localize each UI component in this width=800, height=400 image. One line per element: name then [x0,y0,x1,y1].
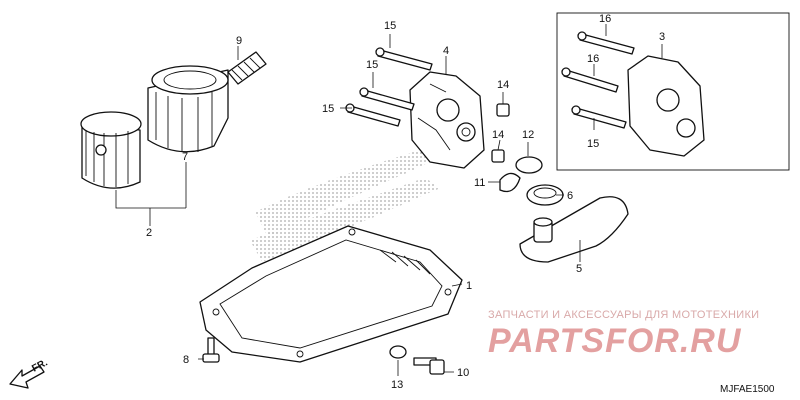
callout-10: 10 [457,367,469,379]
callout-4: 4 [443,45,449,57]
washer-icon [389,345,407,359]
flow-region [255,150,435,238]
oil-strainer-icon [519,196,629,263]
callout-9: 9 [236,35,242,47]
diagram-code: MJFAE1500 [720,384,775,395]
callout-11: 11 [474,177,485,189]
callout-8: 8 [183,354,189,366]
callout-16b: 16 [587,53,599,65]
bolt-icon [345,47,433,127]
callout-3: 3 [659,31,665,43]
pump-cover-icon [627,55,705,157]
front-arrow-icon [9,365,45,389]
callout-12: 12 [522,129,534,141]
bolt-8-icon [202,337,220,363]
callout-15b: 15 [366,59,378,71]
oil-seal-icon [526,184,564,206]
callout-15a: 15 [384,20,396,32]
callout-6: 6 [567,190,573,202]
callout-13: 13 [391,379,403,391]
watermark-caption: ЗАПЧАСТИ И АКСЕССУАРЫ ДЛЯ МОТОТЕХНИКИ [488,309,759,321]
dowel-pin-icon [491,103,510,163]
callout-15d: 15 [587,138,599,150]
front-marker: FR. [30,357,50,374]
callout-5: 5 [576,263,582,275]
drain-plug-icon [413,357,445,375]
flow-region-lower [250,178,440,262]
oil-filter-icon [80,111,142,189]
callout-7: 7 [182,151,188,163]
oil-pump-icon [409,71,485,169]
callout-15c: 15 [322,103,334,115]
oil-filter-whole-icon [147,65,229,153]
gasket-icon [499,172,521,193]
callout-14a: 14 [497,79,509,91]
callout-2: 2 [146,227,152,239]
cover-bolt-icon [561,31,635,129]
oil-pan-icon [199,225,463,363]
watermark-logo: PARTSFOR.RU [488,322,742,360]
callout-14b: 14 [492,129,504,141]
callout-1: 1 [466,280,472,292]
stud-bolt-icon [227,51,267,85]
inset-frame [556,12,790,171]
callout-16a: 16 [599,13,611,25]
o-ring-icon [515,156,543,174]
